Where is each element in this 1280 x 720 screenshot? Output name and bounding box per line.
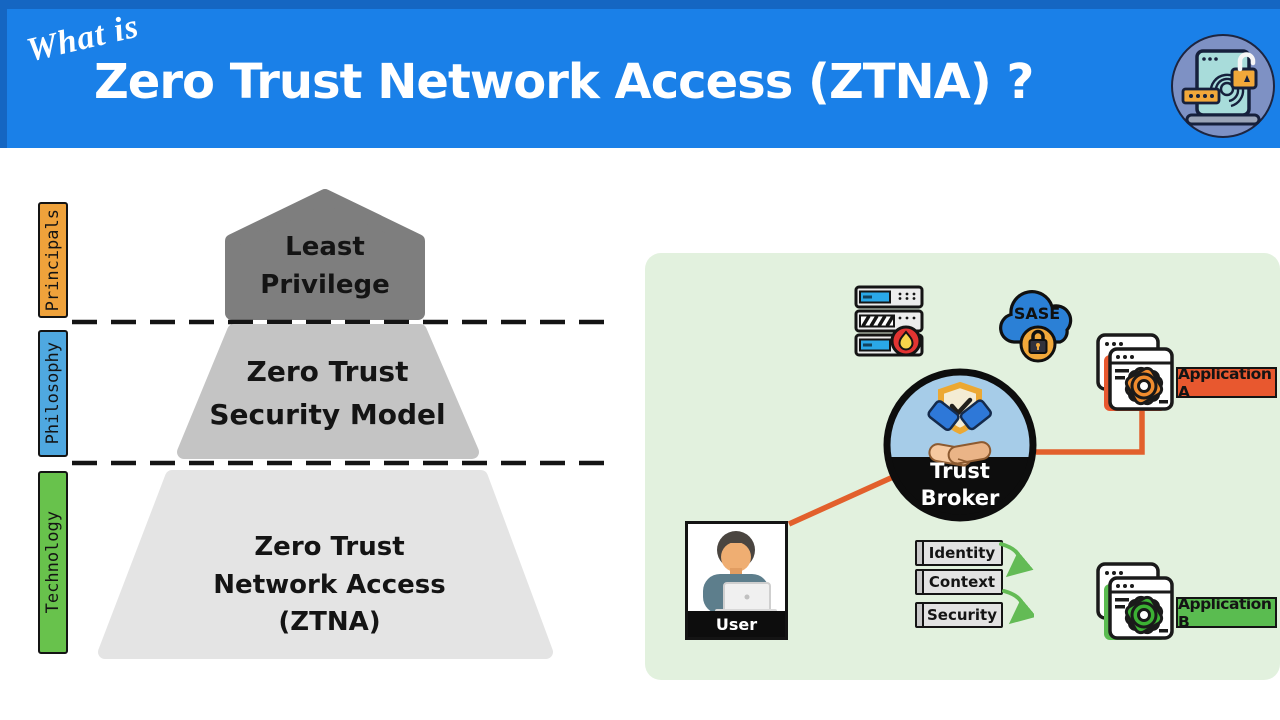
firewall-server-icon — [854, 285, 924, 357]
side-label-technology: Technology — [38, 471, 68, 654]
arrow-context-security — [1002, 589, 1034, 625]
policy-box-context: Context — [915, 569, 1003, 595]
side-label-philosophy: Philosophy — [38, 330, 68, 457]
policy-box-security: Security — [915, 602, 1003, 628]
policy-box-identity: Identity — [915, 540, 1003, 566]
user-card: User — [685, 521, 788, 640]
tier-security-model-text: Zero Trust Security Model — [209, 355, 446, 432]
secure-laptop-icon — [1171, 34, 1275, 138]
tier-ztna-text: Zero Trust Network Access (ZTNA) — [213, 532, 446, 638]
gear-icon — [1124, 595, 1164, 635]
hazard-stripes — [861, 315, 895, 327]
trust-broker-label: Trust Broker — [920, 459, 1000, 510]
side-label-technology-text: Technology — [43, 511, 63, 614]
lock-shackle — [1237, 52, 1256, 72]
user-laptop-icon — [703, 531, 777, 614]
application-b-label: Application B — [1176, 595, 1277, 631]
flame-icon — [898, 330, 914, 351]
page-title: Zero Trust Network Access (ZTNA) ? — [94, 54, 1034, 110]
application-a-label: Application A — [1176, 365, 1277, 401]
sase-label: SASE — [1014, 304, 1060, 323]
lock-icon — [1230, 67, 1258, 90]
password-field-icon — [1181, 87, 1221, 105]
laptop-base — [1185, 113, 1261, 126]
side-label-philosophy-text: Philosophy — [43, 342, 63, 445]
tier-least-privilege-text: Least Privilege — [260, 232, 390, 300]
banner: What is Zero Trust Network Access (ZTNA)… — [0, 0, 1280, 148]
application-a-icon — [1096, 333, 1174, 411]
trust-broker-icon — [883, 368, 1037, 522]
side-label-principals: Principals — [38, 202, 68, 318]
side-label-principals-text: Principals — [43, 208, 63, 312]
policy-flow-arrows — [999, 542, 1034, 625]
arrow-identity-context — [999, 542, 1034, 578]
sase-cloud-icon: SASE — [999, 290, 1073, 363]
user-label: User — [688, 611, 785, 637]
handshake-icon — [927, 399, 992, 467]
application-b-icon — [1096, 562, 1174, 640]
face — [721, 542, 751, 572]
gear-icon — [1124, 366, 1164, 406]
